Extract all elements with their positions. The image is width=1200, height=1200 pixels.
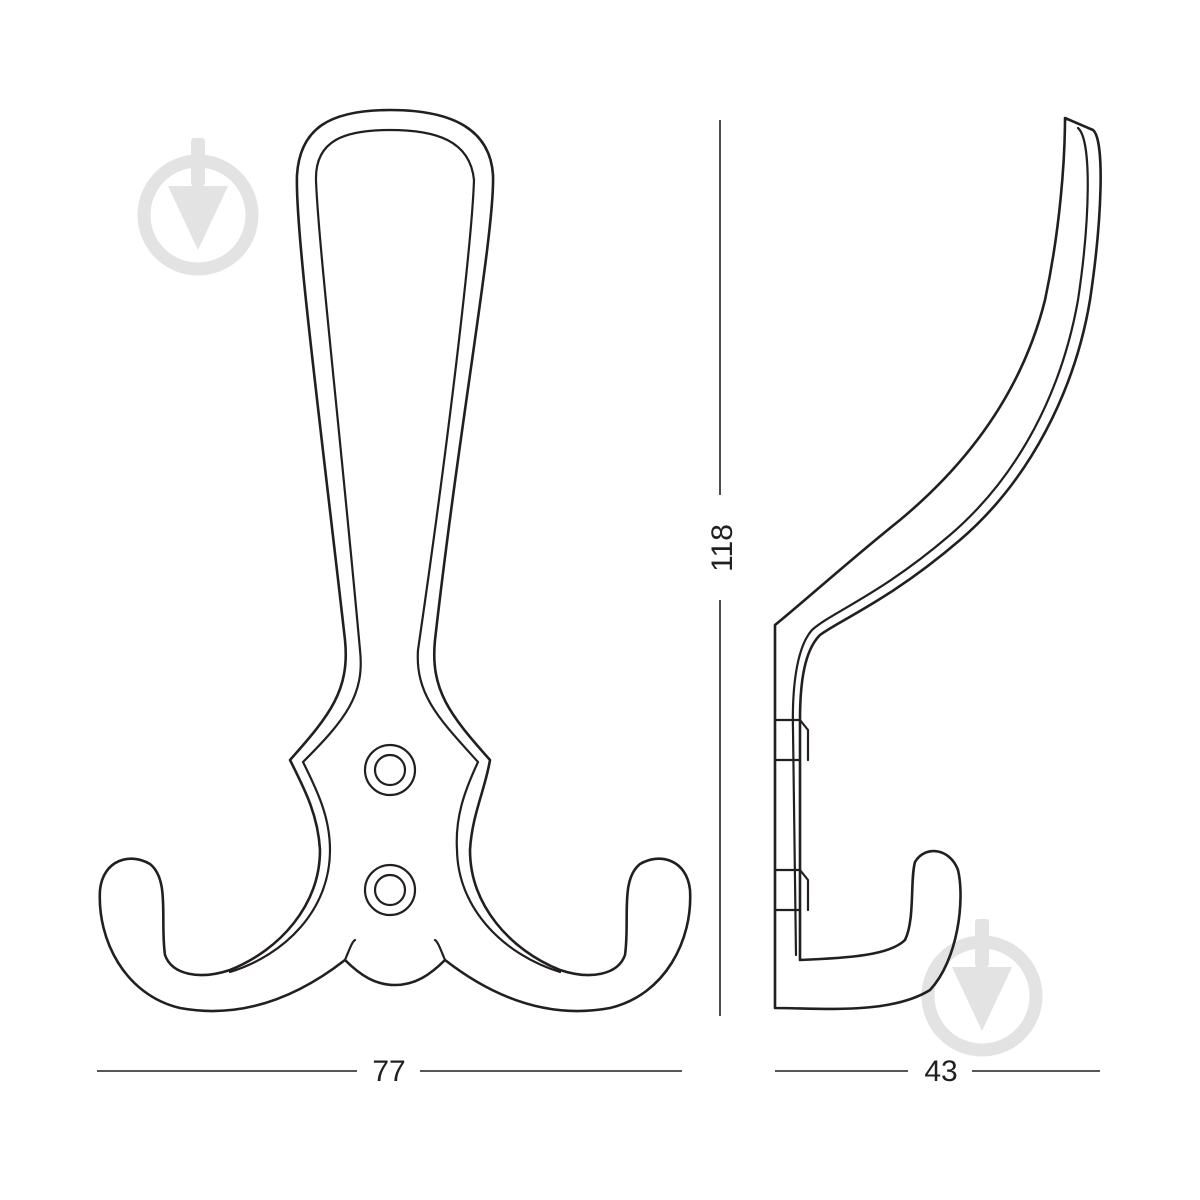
dimension-depth: 43 bbox=[775, 1055, 1100, 1088]
dimension-width-label: 77 bbox=[372, 1055, 405, 1088]
hook-front-center-notch bbox=[343, 938, 447, 962]
hook-front-outline bbox=[98, 108, 692, 1013]
hook-side-inner-line bbox=[791, 126, 1089, 957]
screw-hole-bottom bbox=[363, 863, 417, 917]
hook-side-mount-plate bbox=[773, 718, 810, 912]
hook-front-inner-outline bbox=[228, 128, 562, 974]
hook-side-outline bbox=[773, 116, 1102, 1011]
dimension-height-label: 118 bbox=[706, 524, 739, 572]
hook-side-view bbox=[773, 116, 1102, 1011]
dimension-height: 118 bbox=[706, 120, 739, 1016]
hook-front-view bbox=[98, 108, 692, 1013]
screw-hole-top bbox=[363, 743, 417, 797]
dimension-depth-label: 43 bbox=[924, 1055, 957, 1088]
watermark-logo-icon bbox=[921, 919, 1043, 1057]
dimension-width: 77 bbox=[97, 1055, 682, 1088]
watermark-logo-icon bbox=[137, 138, 259, 276]
